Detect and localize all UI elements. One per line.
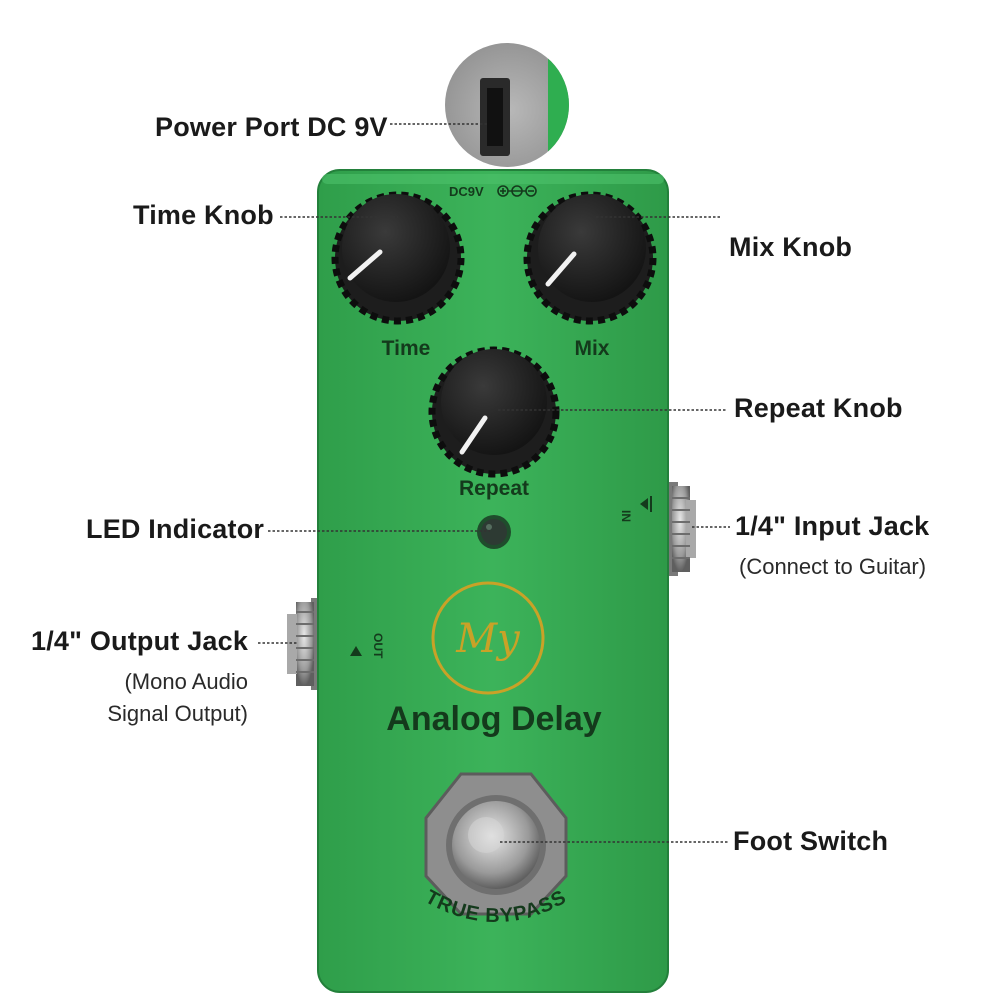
note-output-jack-line1: (Mono Audio [124, 669, 248, 694]
polarity-icon [497, 185, 537, 197]
knob-label-time: Time [382, 337, 431, 360]
callout-led-indicator: LED Indicator [86, 514, 265, 544]
time-knob[interactable] [331, 191, 465, 325]
callout-mix-knob: Mix Knob [729, 232, 853, 262]
note-input-jack: (Connect to Guitar) [739, 554, 927, 579]
dc-label: DC9V [449, 184, 484, 199]
callout-foot-switch: Foot Switch [733, 826, 889, 856]
note-output-jack-line2: Signal Output) [107, 701, 248, 726]
callout-input-jack: 1/4" Input Jack [735, 511, 930, 541]
led-indicator [477, 515, 511, 549]
in-label: IN [619, 510, 633, 522]
logo-text: My [455, 616, 521, 662]
model-name: Analog Delay [386, 700, 601, 738]
mix-knob[interactable] [523, 191, 657, 325]
repeat-knob[interactable] [428, 346, 560, 478]
callout-repeat-knob: Repeat Knob [734, 393, 903, 423]
output-jack [287, 598, 325, 690]
knob-label-repeat: Repeat [459, 477, 529, 500]
callout-time-knob: Time Knob [133, 200, 274, 230]
pedal-body [317, 169, 669, 993]
out-label: OUT [371, 633, 385, 659]
input-marker: IN [619, 496, 652, 522]
output-marker: OUT [350, 633, 385, 659]
brand-logo: My [431, 581, 545, 695]
knob-label-mix: Mix [574, 337, 609, 360]
callout-output-jack: 1/4" Output Jack [31, 626, 249, 656]
foot-switch[interactable] [424, 772, 568, 916]
leader-lines [258, 123, 730, 843]
callout-power-port: Power Port DC 9V [155, 112, 388, 142]
power-port-zoom [445, 43, 569, 167]
